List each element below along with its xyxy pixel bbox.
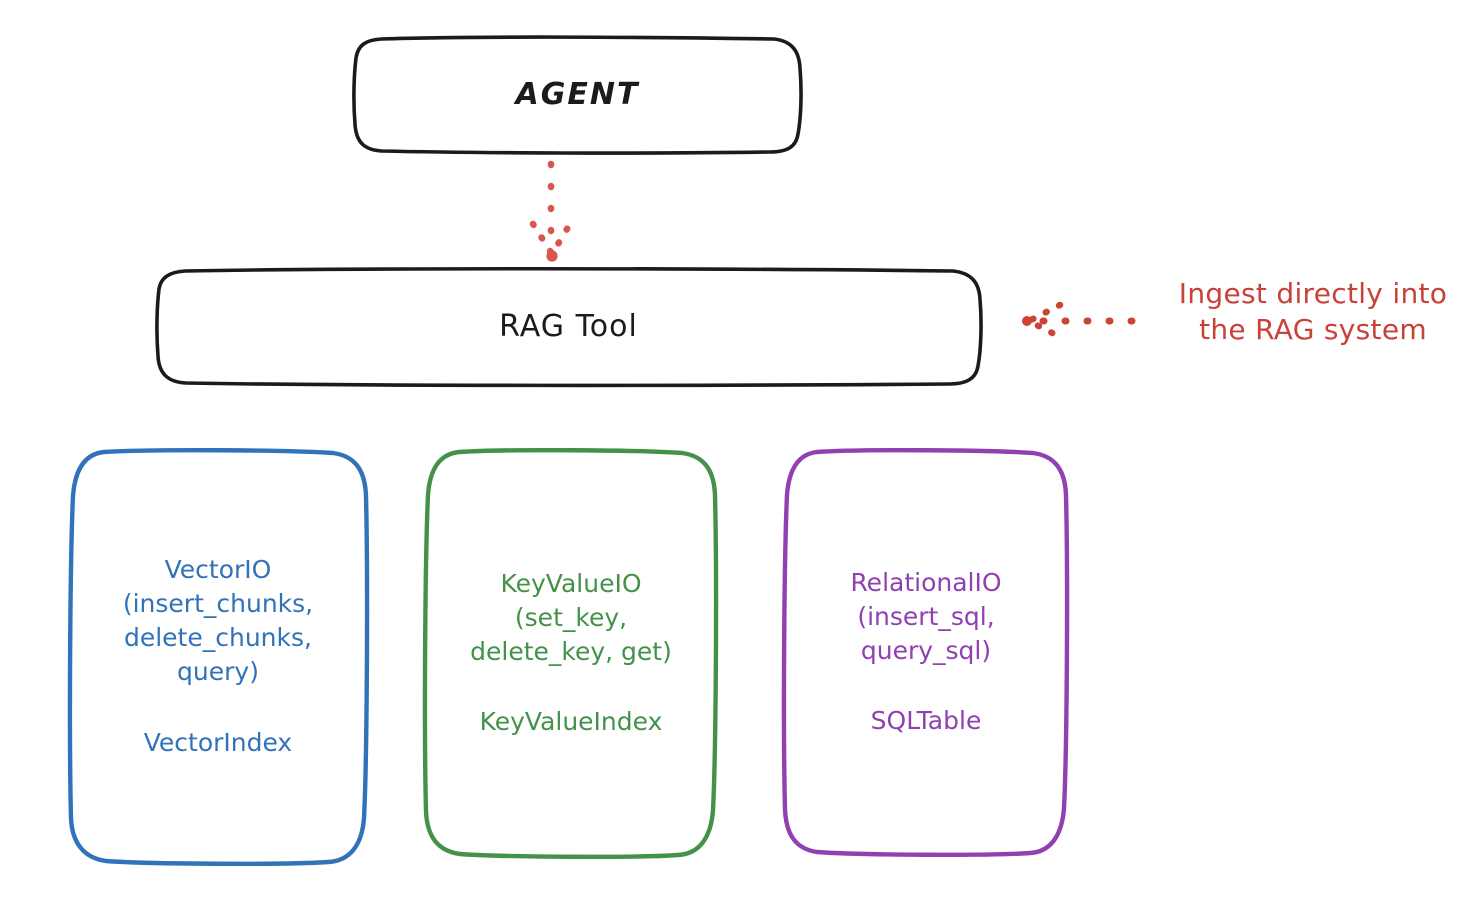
ingest-annotation-text: Ingest directly into the RAG system: [1178, 277, 1448, 346]
relational-io-text: RelationalIO (insert_sql, query_sql) SQL…: [850, 532, 1001, 772]
rag-tool-node-label: RAG Tool: [499, 308, 638, 344]
relational-box-outline: [781, 447, 1070, 858]
ingest-arrow-connector: [1022, 301, 1136, 341]
sql-table-label: SQLTable: [870, 706, 982, 736]
agent-to-ragtool-connector: [529, 160, 574, 262]
key-value-index-label: KeyValueIndex: [479, 707, 663, 737]
agent-node-label: AGENT: [515, 77, 640, 113]
key-value-io-text: KeyValueIO (set_key, delete_key, get) Ke…: [470, 533, 672, 773]
key-value-io-api-label: KeyValueIO (set_key, delete_key, get): [470, 568, 672, 666]
vector-io-text: VectorIO (insert_chunks, delete_chunks, …: [123, 519, 313, 793]
key-value-io-node[interactable]: KeyValueIO (set_key, delete_key, get) Ke…: [427, 450, 715, 856]
agent-node[interactable]: AGENT: [355, 38, 800, 152]
vector-io-node[interactable]: VectorIO (insert_chunks, delete_chunks, …: [70, 450, 366, 863]
keyvalue-box-outline: [422, 447, 719, 860]
vector-io-api-label: VectorIO (insert_chunks, delete_chunks, …: [122, 555, 314, 687]
rag-tool-node[interactable]: RAG Tool: [157, 270, 980, 383]
vector-box-outline: [67, 447, 370, 867]
relational-io-node[interactable]: RelationalIO (insert_sql, query_sql) SQL…: [786, 450, 1066, 854]
rag-tool-box-outline: [155, 266, 983, 388]
vector-index-label: VectorIndex: [143, 727, 293, 757]
relational-io-api-label: RelationalIO (insert_sql, query_sql): [850, 567, 1002, 665]
agent-box-outline: [352, 35, 803, 155]
